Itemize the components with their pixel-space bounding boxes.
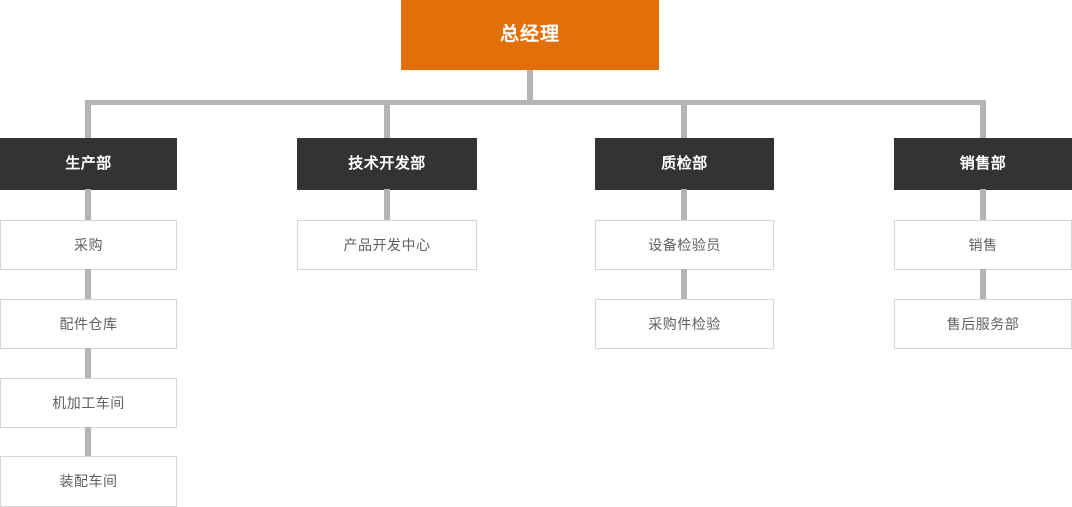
connector-drop-col4: [980, 100, 986, 140]
org-node-department-2[interactable]: 技术开发部: [297, 138, 477, 190]
connector-root-stem: [527, 70, 533, 103]
connector-col3-1: [681, 189, 687, 221]
connector-col1-4: [85, 427, 91, 457]
connector-drop-col2: [384, 100, 390, 140]
connector-col1-1: [85, 189, 91, 221]
connector-col1-2: [85, 269, 91, 300]
org-node-leaf-3-1[interactable]: 设备检验员: [595, 220, 774, 270]
org-node-root[interactable]: 总经理: [401, 0, 659, 70]
org-node-department-3[interactable]: 质检部: [595, 138, 774, 190]
connector-drop-col1: [85, 100, 91, 140]
org-node-department-4[interactable]: 销售部: [894, 138, 1072, 190]
org-node-leaf-3-2[interactable]: 采购件检验: [595, 299, 774, 349]
org-node-leaf-1-2[interactable]: 配件仓库: [0, 299, 177, 349]
connector-col4-1: [980, 189, 986, 221]
connector-drop-col3: [681, 100, 687, 140]
org-node-leaf-1-4[interactable]: 装配车间: [0, 456, 177, 507]
connector-col4-2: [980, 269, 986, 300]
org-node-leaf-1-1[interactable]: 采购: [0, 220, 177, 270]
connector-col3-2: [681, 269, 687, 300]
org-node-department-1[interactable]: 生产部: [0, 138, 177, 190]
connector-horizontal-bus: [86, 100, 986, 105]
org-node-leaf-4-2[interactable]: 售后服务部: [894, 299, 1072, 349]
org-node-leaf-4-1[interactable]: 销售: [894, 220, 1072, 270]
org-node-leaf-2-1[interactable]: 产品开发中心: [297, 220, 477, 270]
org-node-leaf-1-3[interactable]: 机加工车间: [0, 378, 177, 428]
connector-col2-1: [384, 189, 390, 221]
connector-col1-3: [85, 348, 91, 379]
